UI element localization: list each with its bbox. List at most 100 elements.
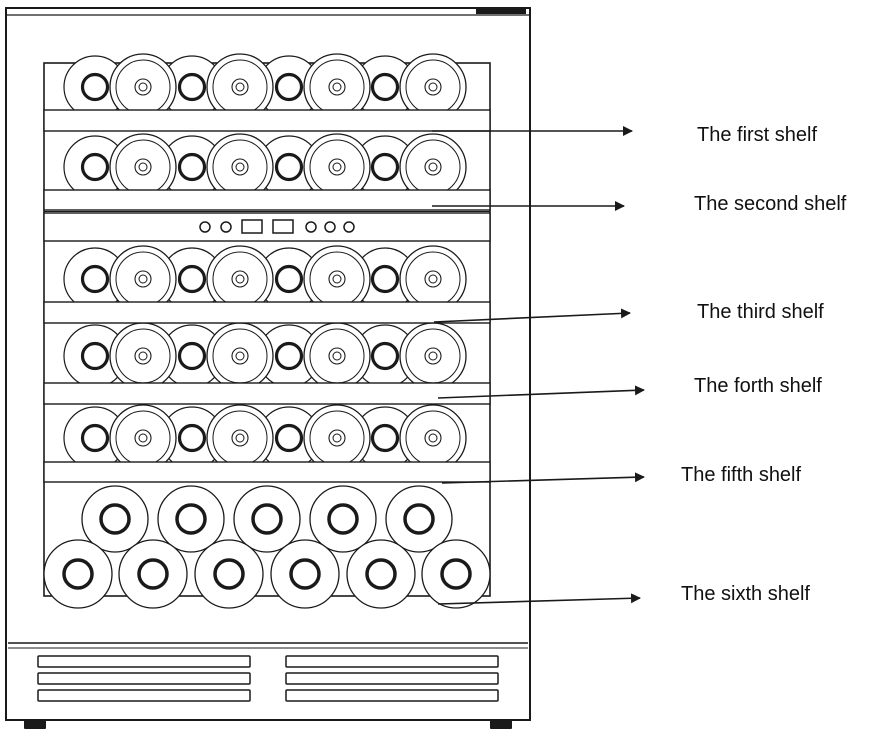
bottle-neck-ring: [80, 72, 110, 102]
feet: [24, 720, 512, 729]
bottle-punt-center: [428, 274, 438, 284]
bottle-neck-ring: [213, 558, 245, 590]
bottle-neck-ring: [327, 503, 359, 535]
shelf-front-3: [43, 301, 491, 324]
bottle-neck-end: [353, 406, 417, 470]
bottle-neck-end: [257, 324, 321, 388]
bottle-punt-center: [332, 162, 342, 172]
shelf-label-sixth: The sixth shelf: [681, 583, 810, 605]
shelf-bottle-row-4: [63, 322, 467, 390]
bottle-neck-end: [270, 539, 340, 609]
bottle-neck-ring: [370, 341, 400, 371]
vent-slot: [285, 689, 499, 702]
cabinet: [5, 7, 531, 721]
bottle-neck-ring: [177, 72, 207, 102]
control-button: [305, 221, 317, 233]
control-button: [220, 221, 232, 233]
bottle-punt: [328, 347, 346, 365]
bottle-neck-end: [43, 539, 113, 609]
bottom-bottle-row-front: [43, 539, 491, 609]
shelf-label-third: The third shelf: [697, 301, 824, 323]
bottle-neck-end: [63, 55, 127, 119]
foot-left: [24, 720, 46, 729]
bottle-neck-end: [346, 539, 416, 609]
bottle-punt-center: [235, 351, 245, 361]
vent-slot: [37, 655, 251, 668]
bottle-neck-end: [157, 485, 225, 553]
bottle-outline: [109, 322, 177, 390]
bottle-punt: [328, 429, 346, 447]
bottle-punt-center: [428, 82, 438, 92]
bottle-neck-ring: [370, 423, 400, 453]
bottle-base-end: [399, 245, 467, 313]
bottle-neck-end: [257, 247, 321, 311]
bottle-punt: [424, 158, 442, 176]
bottle-neck-ring: [137, 558, 169, 590]
bottle-neck-ring: [80, 264, 110, 294]
leader-arrows: [432, 126, 645, 605]
vent-slot: [285, 672, 499, 685]
bottle-base-end: [399, 322, 467, 390]
bottle-neck-end: [257, 135, 321, 199]
bottle-punt: [231, 78, 249, 96]
display-window: [272, 219, 294, 234]
foot-right: [490, 720, 512, 729]
bottle-neck-ring: [62, 558, 94, 590]
arrow-third-shelf: [433, 308, 631, 323]
bottle-punt: [328, 158, 346, 176]
shelf-bottle-row-1: [63, 53, 467, 121]
bottle-outline: [109, 404, 177, 472]
bottle-punt-center: [235, 433, 245, 443]
bottle-punt-center: [332, 274, 342, 284]
arrow-forth-shelf: [437, 385, 645, 399]
bottle-neck-ring: [403, 503, 435, 535]
bottle-base-end: [109, 322, 177, 390]
bottle-neck-ring: [274, 341, 304, 371]
bottle-outline: [303, 404, 371, 472]
bottle-neck-ring: [274, 423, 304, 453]
bottle-punt-center: [332, 351, 342, 361]
bottle-neck-ring: [80, 152, 110, 182]
kick-plate: [37, 655, 499, 702]
shelf-front-2: [43, 189, 491, 211]
bottle-neck-ring: [177, 423, 207, 453]
bottle-base-end: [399, 404, 467, 472]
bottle-base-end: [303, 322, 371, 390]
bottle-punt: [134, 270, 152, 288]
bottle-neck-ring: [175, 503, 207, 535]
bottle-outline: [206, 404, 274, 472]
bottle-neck-ring: [274, 152, 304, 182]
arrow-sixth-shelf: [437, 593, 641, 605]
bottle-base-end: [109, 245, 177, 313]
bottle-neck-end: [385, 485, 453, 553]
control-panel-buttons: [199, 219, 355, 234]
bottle-neck-end: [353, 247, 417, 311]
bottle-punt: [231, 270, 249, 288]
bottle-neck-ring: [365, 558, 397, 590]
bottle-neck-end: [257, 55, 321, 119]
shelf-front-5: [43, 461, 491, 483]
bottle-punt-center: [235, 162, 245, 172]
shelf-bottle-row-2: [63, 133, 467, 201]
shelf-bottle-row-3: [63, 245, 467, 313]
bottle-neck-ring: [177, 152, 207, 182]
bottle-punt: [231, 347, 249, 365]
bottle-punt-center: [332, 433, 342, 443]
bottle-neck-end: [421, 539, 491, 609]
bottle-neck-end: [63, 324, 127, 388]
vent-slot: [37, 672, 251, 685]
bottle-neck-ring: [99, 503, 131, 535]
bottle-groups: [43, 53, 491, 609]
bottle-base-end: [206, 404, 274, 472]
bottle-base-end: [206, 322, 274, 390]
bottle-neck-end: [309, 485, 377, 553]
bottom-bottle-row-back: [81, 485, 453, 553]
bottle-outline: [303, 322, 371, 390]
bottle-neck-ring: [289, 558, 321, 590]
vent-slot: [37, 689, 251, 702]
bottle-neck-ring: [370, 264, 400, 294]
bottle-punt: [424, 429, 442, 447]
bottle-neck-ring: [177, 264, 207, 294]
bottle-neck-ring: [370, 152, 400, 182]
